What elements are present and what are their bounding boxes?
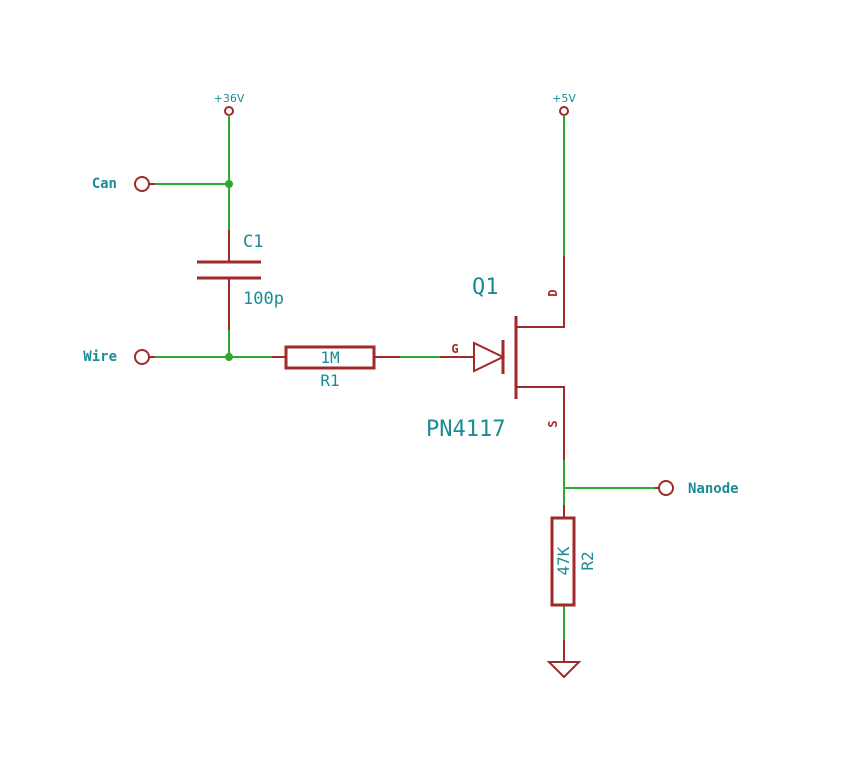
q1-ref: Q1 [472, 275, 499, 300]
wires [155, 115, 655, 640]
power-terminal-36v [224, 106, 234, 116]
q1-source-lead [516, 386, 565, 460]
port-can: Can [92, 176, 155, 192]
c1-value: 100p [243, 289, 284, 309]
q1-pin-s-label: S [546, 420, 560, 427]
resistor-r1: 1M R1 [272, 345, 400, 390]
power-label-5v: +5V [552, 92, 576, 105]
power-symbol-36v: +36V [214, 92, 245, 116]
c1-ref: C1 [243, 232, 263, 252]
q1-pin-d-label: D [546, 289, 560, 296]
transistor-q1: G D S Q1 PN4117 [426, 256, 565, 460]
junction-can [225, 180, 233, 188]
resistor-r2: 47K R2 [550, 505, 597, 607]
port-nanode: Nanode [655, 480, 739, 497]
q1-pin-g-label: G [451, 342, 458, 356]
power-terminal-5v [559, 106, 569, 116]
q1-drain-lead [516, 256, 565, 328]
port-wire: Wire [83, 349, 155, 365]
port-terminal-can [134, 176, 150, 192]
junction-wire [225, 353, 233, 361]
ground-symbol [546, 640, 582, 679]
r1-ref: R1 [320, 371, 339, 390]
r2-ref: R2 [578, 551, 597, 570]
capacitor-c1: C1 100p [197, 230, 284, 330]
ground-icon [546, 661, 582, 679]
port-label-nanode: Nanode [688, 481, 739, 497]
port-label-can: Can [92, 176, 117, 192]
power-label-36v: +36V [214, 92, 245, 105]
r1-value: 1M [320, 348, 339, 367]
q1-gate-arrow [473, 341, 506, 373]
q1-value: PN4117 [426, 417, 505, 442]
r2-body [550, 516, 576, 607]
r2-value: 47K [554, 546, 573, 575]
port-label-wire: Wire [83, 349, 117, 365]
port-terminal-nanode [658, 480, 674, 496]
power-symbol-5v: +5V [552, 92, 576, 116]
port-terminal-wire [134, 349, 150, 365]
